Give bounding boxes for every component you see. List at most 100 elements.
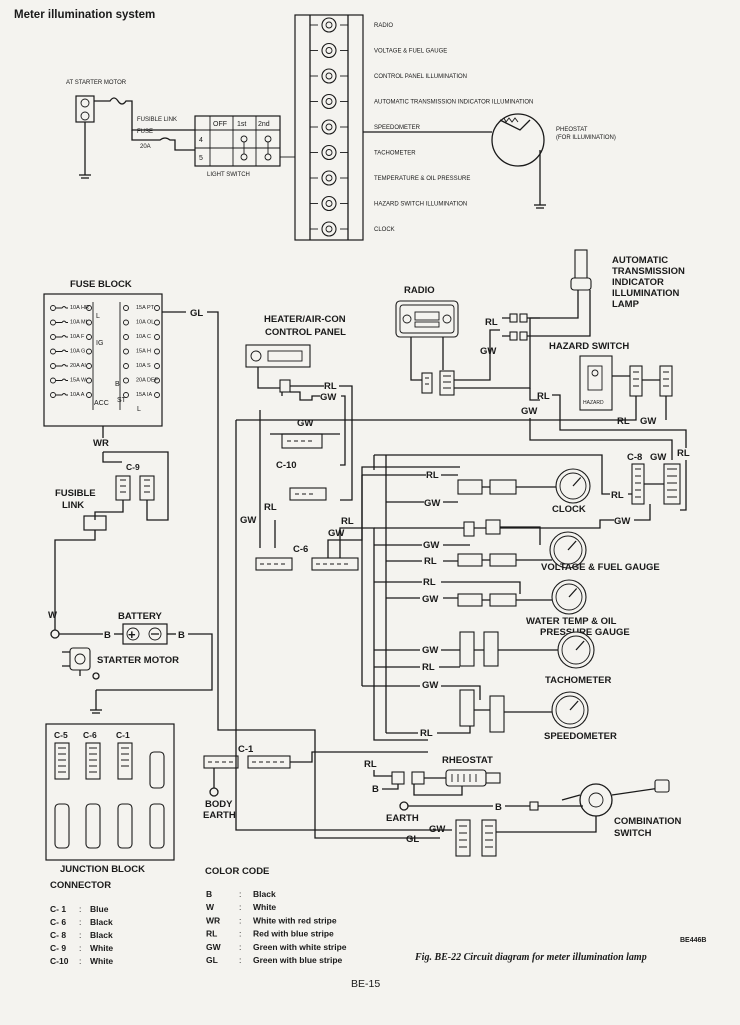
lamp-label: CLOCK xyxy=(374,227,395,233)
at-label-3: INDICATOR xyxy=(612,277,664,288)
connector-sep: : xyxy=(79,930,81,940)
connector-id: C- 9 xyxy=(50,943,66,953)
color-desc: Green with blue stripe xyxy=(253,955,343,965)
junction-block-label: JUNCTION BLOCK xyxy=(60,864,145,875)
lamp-label: HAZARD SWITCH ILLUMINATION xyxy=(374,202,467,208)
lamp-label: AUTOMATIC TRANSMISSION INDICATOR ILLUMIN… xyxy=(374,100,533,106)
wire-gw-radio: GW xyxy=(480,346,496,357)
combination-switch-symbol xyxy=(561,779,670,826)
wire-label: GW xyxy=(422,594,438,605)
connector-block xyxy=(457,479,483,495)
wire-label: RL xyxy=(424,556,437,567)
connector-block xyxy=(457,593,483,607)
lamp-label: TEMPERATURE & OIL PRESSURE xyxy=(374,176,470,182)
gauge-label: WATER TEMP & OIL xyxy=(526,616,617,627)
wire-b1: B xyxy=(104,630,111,641)
jb-c6-label: C-6 xyxy=(83,730,97,740)
fuse-label: 10A G xyxy=(70,349,85,355)
page-number: BE-15 xyxy=(351,978,380,990)
radio-connector-a xyxy=(421,372,433,394)
gauge-label: TACHOMETER xyxy=(545,675,611,686)
lamp-bulb-icon xyxy=(321,221,337,237)
c6-connector-right xyxy=(311,557,359,571)
wire-rl-radio: RL xyxy=(485,317,498,328)
fuse-block-title: FUSE BLOCK xyxy=(70,279,132,290)
radio-label: RADIO xyxy=(404,285,435,296)
wire-gw-hazard: GW xyxy=(640,416,656,427)
lamp-label: VOLTAGE & FUEL GAUGE xyxy=(374,49,447,55)
lamp-label: RADIO xyxy=(374,23,393,29)
lamp-bulb-icon xyxy=(321,119,337,135)
fuse-label: 10A ML xyxy=(70,320,89,326)
fusible-label: FUSIBLE xyxy=(55,488,96,499)
lamp-bulb-icon xyxy=(321,68,337,84)
figure-caption: Fig. BE-22 Circuit diagram for meter ill… xyxy=(414,952,647,963)
color-code-sep: : xyxy=(239,889,241,899)
fuse-label: 20A AI xyxy=(70,363,86,369)
gauge-label: PRESSURE GAUGE xyxy=(540,627,630,638)
color-code: GW xyxy=(206,942,222,952)
wire-wr: WR xyxy=(93,438,109,449)
fuse-label: 10A HR xyxy=(70,305,89,311)
rheostat-symbol xyxy=(424,769,501,787)
c10-connector-bottom xyxy=(289,487,327,501)
connector-block xyxy=(483,631,499,667)
fuse-label: FUSE xyxy=(137,129,153,135)
comb-connector-a xyxy=(455,819,471,857)
color-code: RL xyxy=(206,929,217,939)
comb-connector-b xyxy=(481,819,497,857)
connector-color: Black xyxy=(90,917,113,927)
pheostat-symbol xyxy=(491,113,545,167)
color-code-sep: : xyxy=(239,955,241,965)
wire-rl-c8: RL xyxy=(677,448,690,459)
wire-label: RL xyxy=(426,470,439,481)
wire-label: GW xyxy=(422,645,438,656)
wire-rl-c8b: RL xyxy=(611,490,624,501)
fuse-label: 15A IA xyxy=(136,392,153,398)
color-code: WR xyxy=(206,915,220,925)
wire-label: GW xyxy=(424,498,440,509)
gauge-label: VOLTAGE & FUEL GAUGE xyxy=(541,562,660,573)
fuse-terminal-ig: IG xyxy=(96,340,103,347)
fuse-label: 20A DEF xyxy=(136,378,159,384)
jb-c5-label: C-5 xyxy=(54,730,68,740)
starter-motor-label: STARTER MOTOR xyxy=(97,655,179,666)
control-panel-label: CONTROL PANEL xyxy=(265,327,346,338)
combination-label: COMBINATION xyxy=(614,816,682,827)
fuse-label: 10A S xyxy=(136,363,151,369)
color-desc: Green with white stripe xyxy=(253,942,347,952)
at-starter-motor-label: AT STARTER MOTOR xyxy=(66,80,127,86)
color-code-sep: : xyxy=(239,915,241,925)
color-code-title: COLOR CODE xyxy=(205,866,269,877)
wire-rl-c10: RL xyxy=(264,502,277,513)
wire-rl-rheo: RL xyxy=(364,759,377,770)
color-desc: Black xyxy=(253,889,276,899)
pheostat-label: PHEOSTAT xyxy=(556,127,588,133)
heater-label: HEATER/AIR-CON xyxy=(264,314,346,325)
c8-label: C-8 xyxy=(627,452,642,463)
wire-w: W xyxy=(48,610,57,621)
hazard-inner-label: HAZARD xyxy=(583,400,604,406)
connector-block xyxy=(457,553,483,567)
earth-label: EARTH xyxy=(386,813,419,824)
c8-connector-a xyxy=(631,463,645,505)
lamp-label: TACHOMETER xyxy=(374,151,416,157)
color-code: GL xyxy=(206,955,218,965)
fuse-label: 10A A xyxy=(70,392,85,398)
light-switch-table: OFF 1st 2nd 4 5 xyxy=(194,115,295,167)
connector-sep: : xyxy=(79,904,81,914)
wire-rl-hazard: RL xyxy=(617,416,630,427)
c8-connector-b xyxy=(663,463,681,505)
fuse-label: 15A W xyxy=(70,378,87,384)
lamp-bulb-icon xyxy=(321,144,337,161)
lamp-label: SPEEDOMETER xyxy=(374,125,421,131)
fuse-terminal-l2: L xyxy=(137,406,141,413)
fuse-label: 10A F xyxy=(70,334,85,340)
connector-sep: : xyxy=(79,917,81,927)
link-label: LINK xyxy=(62,500,84,511)
color-desc: White with red stripe xyxy=(253,915,337,925)
body-earth-label: EARTH xyxy=(203,810,236,821)
wire-b-earth: B xyxy=(495,802,502,813)
jb-c1-label: C-1 xyxy=(116,730,130,740)
wire-label: GW xyxy=(422,680,438,691)
